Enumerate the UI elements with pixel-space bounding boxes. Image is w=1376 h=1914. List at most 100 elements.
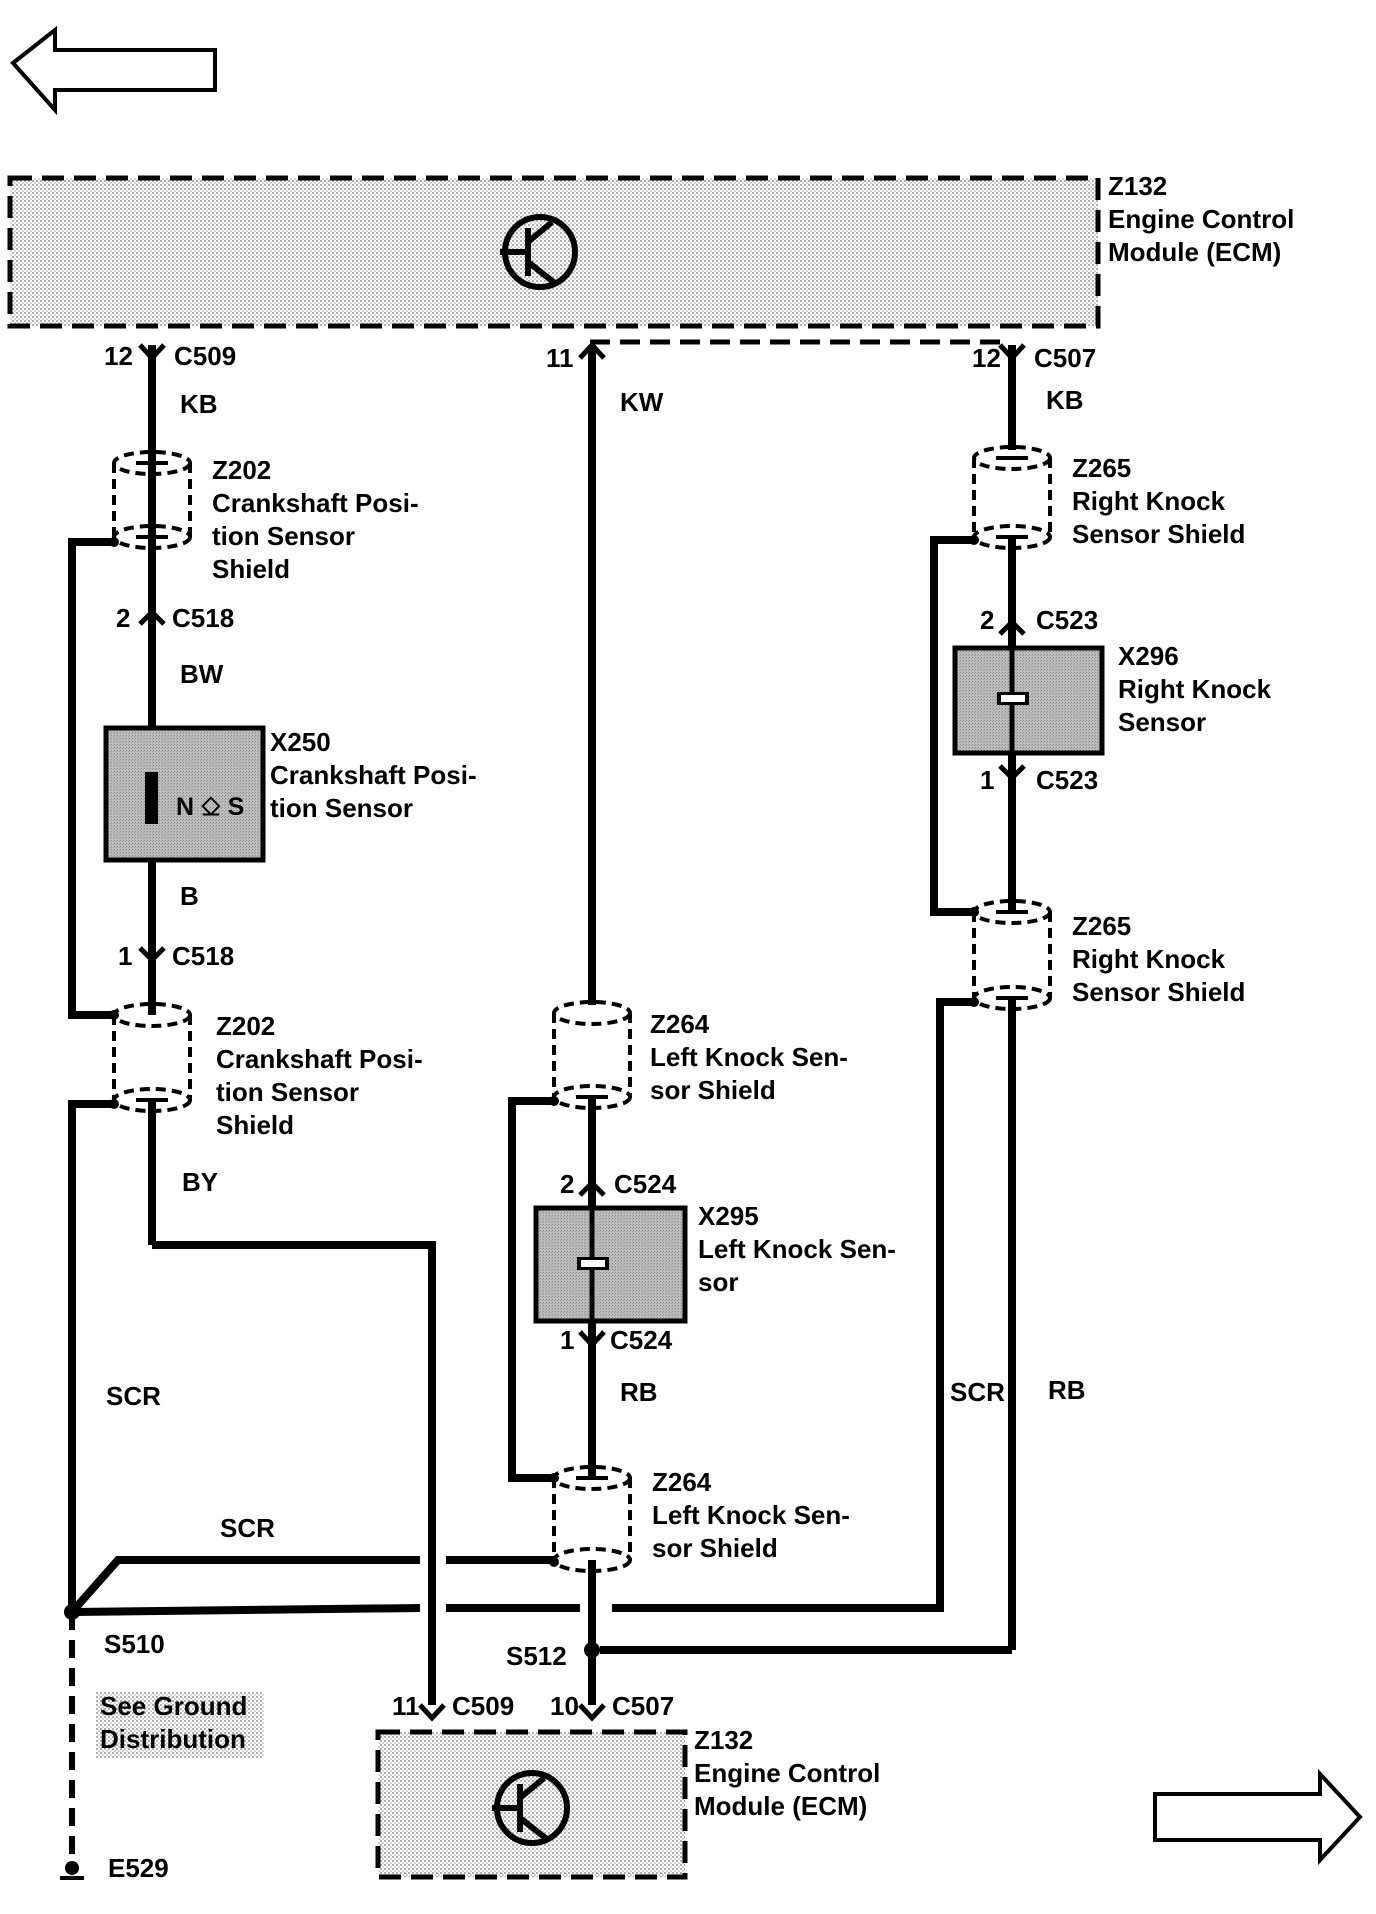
- transistor-icon: [492, 1770, 570, 1846]
- pin-c518-2: 2: [116, 603, 131, 633]
- z202-top-ref: Z202: [212, 455, 272, 485]
- ecm-bottom-name-2: Module (ECM): [694, 1791, 868, 1821]
- z202-bottom-ref: Z202: [216, 1011, 276, 1041]
- wire-b: B: [180, 881, 199, 911]
- ecm-bottom-label: Z132 Engine Control Module (ECM): [694, 1724, 880, 1823]
- z264-top-ref: Z264: [650, 1009, 710, 1039]
- x250-ref: X250: [270, 727, 331, 757]
- z202-bottom-label: Z202 Crankshaft Posi- tion Sensor Shield: [216, 1010, 423, 1142]
- wire-bw: BW: [180, 659, 224, 689]
- x296-right-knock-sensor: [952, 645, 1105, 756]
- x250-l1: Crankshaft Posi-: [270, 760, 477, 790]
- ground-symbol: [60, 1861, 84, 1880]
- ground-note-l1: See Ground: [100, 1691, 248, 1721]
- z265-bottom-label: Z265 Right Knock Sensor Shield: [1072, 910, 1245, 1009]
- x296-ref: X296: [1118, 641, 1179, 671]
- wire-scr-mid: SCR: [220, 1513, 275, 1543]
- ground-bus: [60, 1556, 580, 1880]
- x296-l2: Sensor: [1118, 707, 1207, 737]
- z265-top-ref: Z265: [1072, 453, 1132, 483]
- ecm-top-module: [7, 175, 1101, 329]
- left-knock-circuit: [508, 341, 688, 1722]
- z264-bottom-l2: sor Shield: [652, 1533, 778, 1563]
- ecm-bottom-name-1: Engine Control: [694, 1758, 881, 1788]
- pin-c507-10: 10: [550, 1691, 579, 1721]
- connector-c524-1: C524: [610, 1325, 673, 1355]
- pin-c523-2: 2: [980, 605, 995, 635]
- x296-label: X296 Right Knock Sensor: [1118, 640, 1271, 739]
- ground-note-l2: Distribution: [100, 1724, 246, 1754]
- x295-l1: Left Knock Sen-: [698, 1234, 896, 1264]
- connector-c507-bottom: C507: [612, 1691, 675, 1721]
- z202-top-l1: Crankshaft Posi-: [212, 488, 419, 518]
- x295-ref: X295: [698, 1201, 759, 1231]
- z202-top-l2: tion Sensor: [212, 521, 356, 551]
- wire-kw: KW: [620, 387, 664, 417]
- z202-bottom-l2: tion Sensor: [216, 1077, 360, 1107]
- wire-kb-right: KB: [1046, 385, 1084, 415]
- x295-label: X295 Left Knock Sen- sor: [698, 1200, 896, 1299]
- z264-top-l2: sor Shield: [650, 1075, 776, 1105]
- z264-bottom-ref: Z264: [652, 1467, 712, 1497]
- pin-c518-1: 1: [118, 941, 133, 971]
- right-knock-circuit: [600, 343, 1105, 1654]
- arrow-left-icon[interactable]: [10, 25, 217, 116]
- pin-c509-12: 12: [104, 341, 133, 371]
- x295-l2: sor: [698, 1267, 739, 1297]
- x250-symbol: N ⎐ S: [176, 793, 244, 821]
- pin-c523-1: 1: [980, 765, 995, 795]
- splice-s512: S512: [506, 1641, 567, 1671]
- ecm-bottom-module: [375, 1729, 688, 1880]
- z202-bottom-l3: Shield: [216, 1110, 295, 1140]
- ground-note[interactable]: See Ground Distribution: [100, 1690, 247, 1756]
- connector-c509-bottom: C509: [452, 1691, 515, 1721]
- ecm-top-name-2: Module (ECM): [1108, 237, 1282, 267]
- x250-l2: tion Sensor: [270, 793, 414, 823]
- splice-s510: S510: [104, 1629, 165, 1659]
- pin-c507-12: 12: [972, 343, 1001, 373]
- z265-top-l1: Right Knock: [1072, 486, 1226, 516]
- connector-c518-1: C518: [172, 941, 235, 971]
- connector-c518-2: C518: [172, 603, 235, 633]
- z264-bottom-l1: Left Knock Sen-: [652, 1500, 850, 1530]
- transistor-icon: [500, 214, 578, 290]
- connector-c523-2: C523: [1036, 605, 1099, 635]
- connector-c524-2: C524: [614, 1169, 677, 1199]
- wire-rb-mid: RB: [620, 1377, 658, 1407]
- z264-top-l1: Left Knock Sen-: [650, 1042, 848, 1072]
- ecm-bottom-ref: Z132: [694, 1725, 754, 1755]
- ecm-top-ref: Z132: [1108, 171, 1168, 201]
- pin-c524-2: 2: [560, 1169, 575, 1199]
- x250-label: X250 Crankshaft Posi- tion Sensor: [270, 726, 477, 825]
- wire-by: BY: [182, 1167, 219, 1197]
- connector-c507-top: C507: [1034, 343, 1097, 373]
- z264-bottom-label: Z264 Left Knock Sen- sor Shield: [652, 1466, 850, 1565]
- x296-l1: Right Knock: [1118, 674, 1272, 704]
- pin-c509-11: 11: [392, 1691, 420, 1721]
- z202-top-label: Z202 Crankshaft Posi- tion Sensor Shield: [212, 454, 419, 586]
- connector-c523-1: C523: [1036, 765, 1099, 795]
- z202-bottom-l1: Crankshaft Posi-: [216, 1044, 423, 1074]
- x295-left-knock-sensor: [533, 1205, 688, 1324]
- connector-c509-top: C509: [174, 341, 237, 371]
- z264-top-label: Z264 Left Knock Sen- sor Shield: [650, 1008, 848, 1107]
- z202-top-l3: Shield: [212, 554, 291, 584]
- crank-circuit: N ⎐ S: [68, 343, 446, 1722]
- z265-bottom-l2: Sensor Shield: [1072, 977, 1246, 1007]
- pin-ecm-11: 11: [546, 343, 574, 373]
- z265-top-l2: Sensor Shield: [1072, 519, 1246, 549]
- pin-c524-1: 1: [560, 1325, 575, 1355]
- wire-kb-left: KB: [180, 389, 218, 419]
- wire-rb-right: RB: [1048, 1375, 1086, 1405]
- wire-scr-left: SCR: [106, 1381, 161, 1411]
- z265-top-label: Z265 Right Knock Sensor Shield: [1072, 452, 1245, 551]
- z265-bottom-l1: Right Knock: [1072, 944, 1226, 974]
- ecm-top-name-1: Engine Control: [1108, 204, 1295, 234]
- wire-scr-right: SCR: [950, 1377, 1005, 1407]
- x250-crank-sensor: N ⎐ S: [103, 725, 266, 863]
- z265-bottom-ref: Z265: [1072, 911, 1132, 941]
- ground-e529: E529: [108, 1853, 169, 1883]
- ecm-top-label: Z132 Engine Control Module (ECM): [1108, 170, 1294, 269]
- arrow-right-icon[interactable]: [1153, 1768, 1363, 1866]
